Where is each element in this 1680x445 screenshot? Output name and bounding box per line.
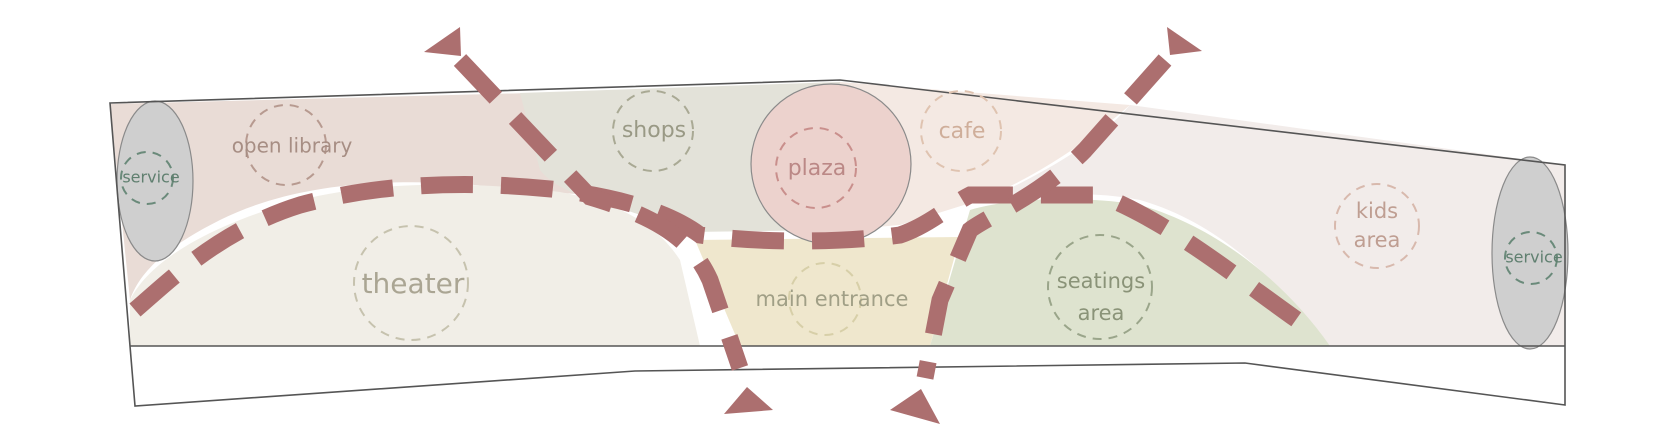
entry-arrow-top-right [1167, 27, 1202, 55]
bubble-seating-area [1047, 234, 1153, 340]
label-seatings-area: area [1078, 301, 1125, 325]
circulation-paths [129, 54, 1305, 380]
circulation-main-arc [129, 176, 1305, 329]
label-open-library: open library [232, 134, 353, 158]
bubble-theater [353, 225, 469, 341]
site-outline [109, 79, 1566, 407]
entry-arrow-top-left [424, 27, 461, 56]
bubble-service-right [1504, 231, 1558, 285]
label-kids-area: area [1354, 228, 1401, 252]
label-cafe: cafe [939, 119, 986, 144]
label-service-right: service [1505, 248, 1562, 267]
zone-main-entrance [695, 237, 960, 346]
label-shops: shops [622, 118, 686, 143]
bubble-plaza [775, 127, 857, 209]
service-core-right [1491, 156, 1569, 350]
circulation-diagonal-right [916, 54, 1172, 380]
entry-arrow-bottom-right [890, 389, 940, 424]
label-kids: kids [1356, 199, 1398, 223]
label-theater: theater [362, 267, 465, 300]
label-main-entrance: main entrance [756, 287, 909, 311]
bubble-service-left [120, 151, 174, 205]
entry-arrow-bottom-left [724, 387, 773, 414]
circulation-diagonal-left [453, 54, 749, 371]
zone-seating-area [930, 198, 1330, 346]
zone-kids-area [990, 105, 1565, 346]
label-plaza: plaza [788, 156, 847, 181]
bubble-shops [612, 90, 694, 172]
label-service-left: service [122, 168, 179, 187]
bubble-main-entrance [788, 262, 862, 336]
zone-theater [130, 184, 700, 346]
zone-open-library [110, 93, 590, 300]
zone-cafe [840, 82, 1130, 230]
label-seatings: seatings [1057, 269, 1145, 293]
bubble-cafe [920, 90, 1002, 172]
bubble-open-library [245, 104, 327, 186]
bubble-kids-area [1334, 183, 1420, 269]
